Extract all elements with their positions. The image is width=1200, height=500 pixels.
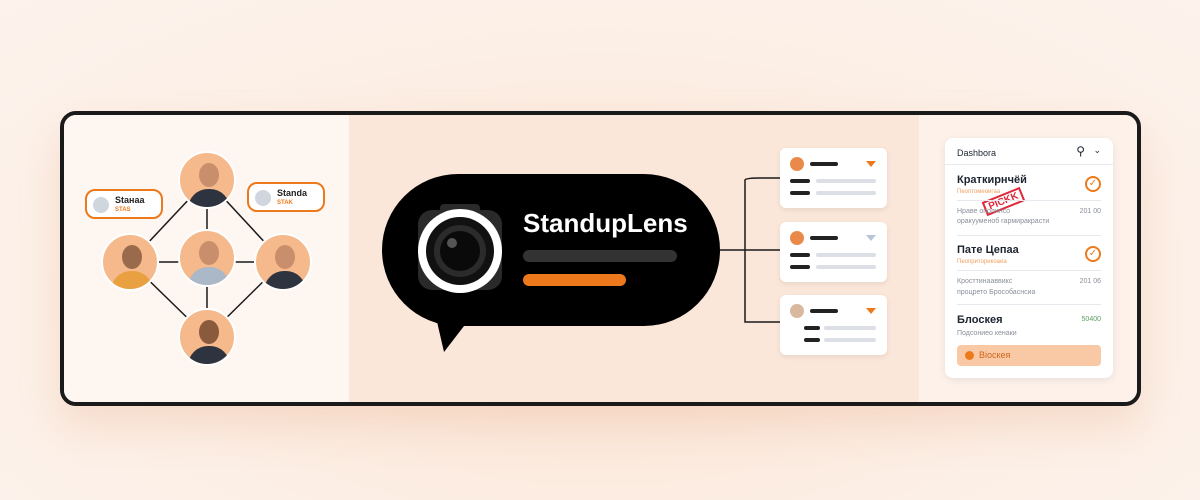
bubble-status: STAS — [115, 207, 131, 213]
item-title: Пате Цепаа — [957, 244, 1019, 256]
avatar — [101, 233, 159, 291]
app-title: StandupLens — [523, 208, 688, 238]
item-value: 50400 — [1081, 316, 1101, 323]
block-button[interactable]: Bioскея — [957, 345, 1101, 366]
item-value: 201 06 — [1079, 278, 1101, 285]
bubble-name: Staнaa — [115, 195, 145, 205]
item-title: Блоскея — [957, 314, 1003, 326]
avatar — [178, 151, 236, 209]
dashboard-title: Dashbora — [957, 148, 997, 158]
avatar — [178, 229, 236, 287]
camera-icon — [418, 204, 502, 293]
plus-icon — [965, 351, 974, 360]
item-desc: процрето Брособаснсиа — [957, 289, 1036, 296]
item-desc: оракууменоб гармиракрасти — [957, 218, 1050, 225]
bubble-name: Standa — [277, 188, 308, 198]
update-card[interactable] — [780, 222, 887, 282]
avatar — [93, 197, 109, 213]
item-desc: Кросттинааввикс — [957, 278, 1013, 285]
bubble-status: STAK — [277, 200, 293, 206]
progress-track — [523, 250, 677, 262]
chevron-down-icon[interactable] — [866, 161, 876, 167]
item-desc: Нраве ополинсо — [957, 208, 1011, 215]
search-icon[interactable]: ⚲ — [1076, 144, 1085, 158]
chevron-down-icon[interactable] — [866, 235, 876, 241]
item-subtitle: Пеоприторикоаеа — [957, 259, 1007, 265]
chevron-down-icon[interactable]: ⌄ — [1093, 145, 1101, 155]
check-icon[interactable]: ✓ — [1085, 246, 1101, 262]
update-card[interactable] — [780, 148, 887, 208]
item-subtitle: Подсониео кенаки — [957, 330, 1017, 337]
check-icon[interactable]: ✓ — [1085, 176, 1101, 192]
avatar — [790, 157, 804, 171]
avatar — [790, 304, 804, 318]
dashboard-card: Dashbora ⚲ ⌄ Краткирнчёй Пеоптомеоигаа ✓… — [945, 138, 1113, 378]
item-subtitle: Пеоптомеоигаа — [957, 189, 1001, 195]
block-button-label: Bioскея — [979, 350, 1011, 360]
avatar — [178, 308, 236, 366]
avatar — [254, 233, 312, 291]
avatar — [790, 231, 804, 245]
update-card[interactable] — [780, 295, 887, 355]
avatar — [255, 190, 271, 206]
progress-fill — [523, 274, 627, 286]
item-value: 201 00 — [1079, 208, 1101, 215]
chevron-down-icon[interactable] — [866, 308, 876, 314]
item-title: Краткирнчёй — [957, 174, 1027, 186]
